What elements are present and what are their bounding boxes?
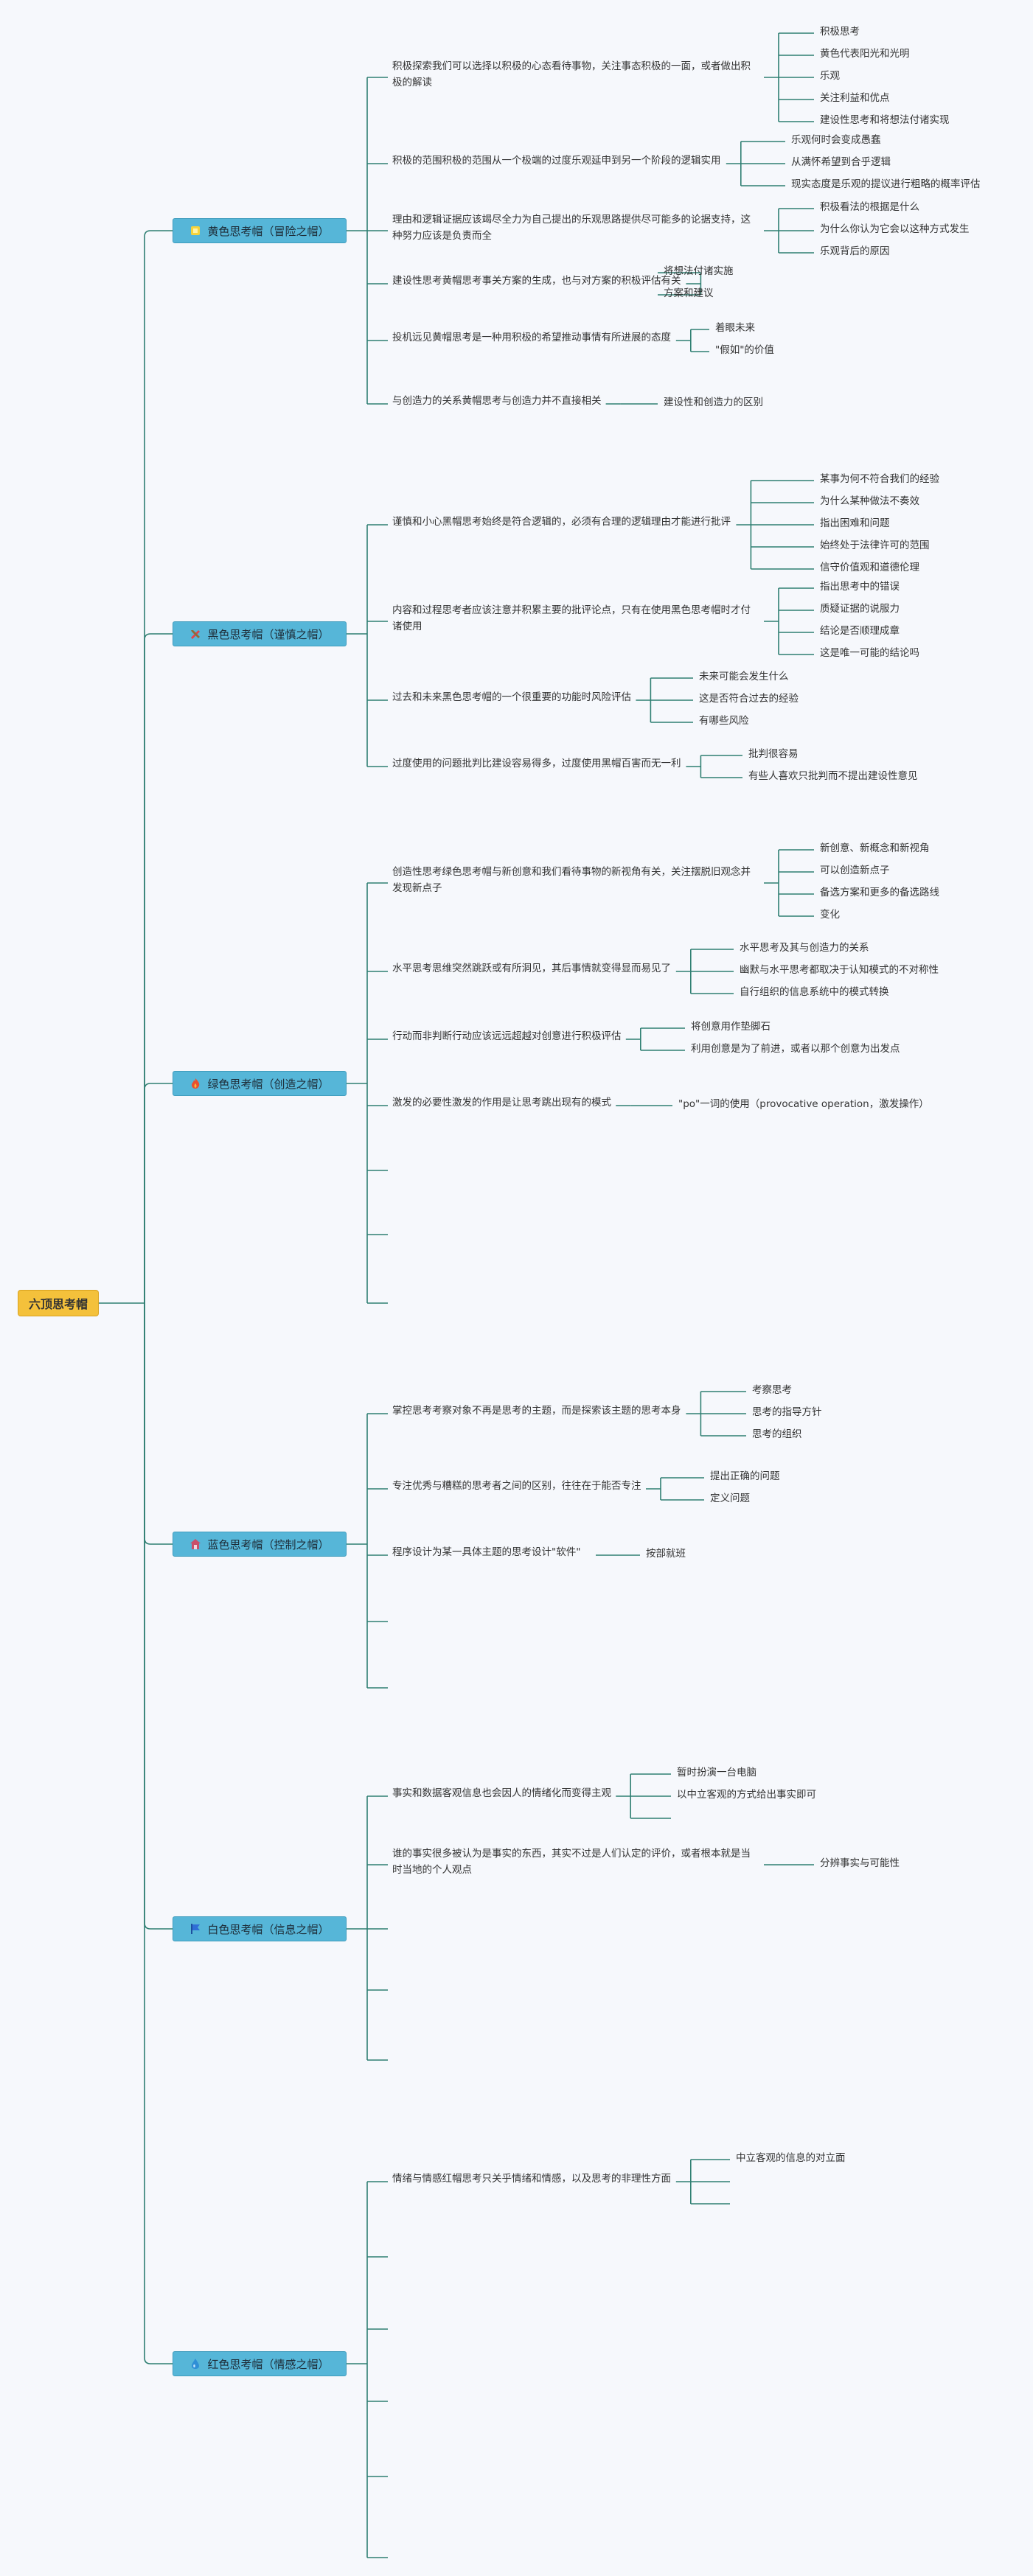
leaf-node[interactable]: 中立客观的信息的对立面 [736, 2152, 846, 2164]
leaf-node[interactable]: 始终处于法律许可的范围 [820, 540, 930, 551]
leaf-node[interactable]: 积极看法的根据是什么 [820, 201, 919, 213]
leaf-node[interactable]: 乐观 [820, 70, 840, 82]
connector-line [144, 1303, 173, 1545]
topic-node[interactable]: 激发的必要性激发的作用是让思考跳出现有的模式 [392, 1097, 611, 1109]
category-label: 绿色思考帽（创造之帽） [207, 1077, 330, 1091]
leaf-node[interactable]: 将创意用作垫脚石 [691, 1021, 771, 1033]
topic-node[interactable]: 情绪与情感红帽思考只关乎情绪和情感，以及思考的非理性方面 [392, 2173, 671, 2185]
category-node[interactable]: 黑色思考帽（谨慎之帽） [173, 621, 347, 646]
leaf-node[interactable]: "po"一词的使用（provocative operation，激发操作） [678, 1098, 929, 1110]
leaf-node[interactable]: 指出困难和问题 [820, 517, 890, 529]
leaf-node[interactable]: 建设性和创造力的区别 [664, 397, 763, 408]
connector-line [144, 1303, 173, 1930]
leaf-node[interactable]: 现实态度是乐观的提议进行粗略的概率评估 [791, 178, 981, 190]
connector-line [144, 633, 173, 1303]
topic-node[interactable]: 过去和未来黑色思考帽的一个很重要的功能时风险评估 [392, 691, 631, 703]
leaf-node[interactable]: 定义问题 [710, 1493, 750, 1504]
leaf-node[interactable]: 乐观何时会变成愚蠢 [791, 134, 881, 146]
leaf-node[interactable]: 质疑证据的说服力 [820, 603, 900, 615]
leaf-node[interactable]: 暂时扮演一台电脑 [677, 1767, 757, 1779]
leaf-node[interactable]: 分辨事实与可能性 [820, 1857, 900, 1869]
topic-node[interactable]: 专注优秀与糟糕的思考者之间的区别，往往在于能否专注 [392, 1480, 641, 1492]
category-label: 蓝色思考帽（控制之帽） [207, 1537, 330, 1551]
topic-node[interactable]: 积极探索我们可以选择以积极的心态看待事物，关注事态积极的一面，或者做出积极的解读 [392, 60, 751, 88]
connector-line [144, 230, 173, 1303]
leaf-node[interactable]: 考察思考 [752, 1384, 792, 1396]
leaf-node[interactable]: 信守价值观和道德伦理 [820, 562, 919, 573]
leaf-node[interactable]: 关注利益和优点 [820, 92, 890, 104]
leaf-node[interactable]: 按部就班 [646, 1548, 686, 1560]
connector-line [144, 1083, 173, 1303]
fire-icon [192, 1078, 200, 1089]
leaf-node[interactable]: 乐观背后的原因 [820, 245, 890, 257]
leaf-node[interactable]: 方案和建议 [664, 287, 714, 299]
category-label: 红色思考帽（情感之帽） [207, 2357, 330, 2371]
category-node[interactable]: 绿色思考帽（创造之帽） [173, 1071, 347, 1096]
topic-node[interactable]: 与创造力的关系黄帽思考与创造力并不直接相关 [392, 395, 602, 407]
category-node[interactable]: 黄色思考帽（冒险之帽） [173, 218, 347, 243]
leaf-node[interactable]: 批判很容易 [748, 748, 799, 760]
leaf-node[interactable]: 这是唯一可能的结论吗 [820, 647, 919, 659]
topic-node[interactable]: 理由和逻辑证据应该竭尽全力为自己提出的乐观思路提供尽可能多的论据支持，这种努力应… [392, 214, 751, 242]
leaf-node[interactable]: 着眼未来 [715, 322, 755, 334]
leaf-node[interactable]: "假如"的价值 [715, 344, 774, 356]
leaf-node[interactable]: 可以创造新点子 [820, 865, 890, 876]
topic-node[interactable]: 投机远见黄帽思考是一种用积极的希望推动事情有所进展的态度 [392, 332, 671, 343]
leaf-node[interactable]: 以中立客观的方式给出事实即可 [677, 1789, 816, 1801]
category-label: 黄色思考帽（冒险之帽） [207, 224, 330, 238]
leaf-node[interactable]: 思考的组织 [752, 1428, 802, 1440]
leaf-node[interactable]: 未来可能会发生什么 [699, 671, 789, 683]
leaf-node[interactable]: 这是否符合过去的经验 [699, 693, 799, 705]
leaf-node[interactable]: 为什么你认为它会以这种方式发生 [820, 223, 970, 235]
topic-node[interactable]: 内容和过程思考者应该注意并积累主要的批评论点，只有在使用黑色思考帽时才付诸使用 [392, 604, 751, 632]
leaf-node[interactable]: 备选方案和更多的备选路线 [820, 887, 939, 898]
leaf-node[interactable]: 水平思考及其与创造力的关系 [740, 942, 869, 954]
topic-node[interactable]: 行动而非判断行动应该远远超越对创意进行积极评估 [392, 1030, 622, 1042]
category-label: 白色思考帽（信息之帽） [207, 1922, 330, 1936]
leaf-node[interactable]: 幽默与水平思考都取决于认知模式的不对称性 [740, 964, 939, 976]
leaf-node[interactable]: 有哪些风险 [699, 715, 749, 727]
leaf-node[interactable]: 将想法付诸实施 [664, 265, 734, 277]
topic-node[interactable]: 积极的范围积极的范围从一个极端的过度乐观延申到另一个阶段的逻辑实用 [392, 155, 721, 167]
leaf-node[interactable]: 黄色代表阳光和光明 [820, 48, 910, 60]
leaf-node[interactable]: 变化 [820, 909, 840, 921]
topic-node[interactable]: 水平思考思维突然跳跃或有所洞见，其后事情就变得显而易见了 [392, 963, 671, 974]
topic-node[interactable]: 程序设计为某一具体主题的思考设计"软件" [392, 1546, 581, 1558]
leaf-node[interactable]: 结论是否顺理成章 [820, 625, 900, 637]
leaf-node[interactable]: 思考的指导方针 [752, 1406, 822, 1418]
topic-node[interactable]: 创造性思考绿色思考帽与新创意和我们看待事物的新视角有关，关注摆脱旧观念并发现新点… [392, 866, 751, 894]
category-node[interactable]: 蓝色思考帽（控制之帽） [173, 1532, 347, 1557]
category-node[interactable]: 白色思考帽（信息之帽） [173, 1916, 347, 1941]
topic-node[interactable]: 谨慎和小心黑帽思考始终是符合逻辑的，必须有合理的逻辑理由才能进行批评 [392, 516, 731, 528]
drop-icon [192, 2359, 200, 2369]
leaf-node[interactable]: 为什么某种做法不奏效 [820, 495, 919, 507]
root-node[interactable]: 六顶思考帽 [18, 1290, 99, 1316]
flag-icon [191, 1924, 201, 1934]
category-label: 黑色思考帽（谨慎之帽） [207, 627, 330, 641]
topic-node[interactable]: 过度使用的问题批判比建设容易得多，过度使用黑帽百害而无一利 [392, 758, 681, 769]
leaf-node[interactable]: 从满怀希望到合乎逻辑 [791, 156, 891, 168]
category-node[interactable]: 红色思考帽（情感之帽） [173, 2351, 347, 2376]
tools-icon [191, 630, 201, 639]
home-icon [190, 1539, 201, 1549]
leaf-node[interactable]: 利用创意是为了前进，或者以那个创意为出发点 [691, 1043, 900, 1055]
topic-node[interactable]: 事实和数据客观信息也会因人的情绪化而变得主观 [392, 1787, 611, 1799]
lightbulb-icon [191, 226, 201, 235]
leaf-node[interactable]: 指出思考中的错误 [820, 581, 900, 593]
leaf-node[interactable]: 某事为何不符合我们的经验 [820, 473, 939, 485]
leaf-node[interactable]: 有些人喜欢只批判而不提出建设性意见 [748, 770, 918, 782]
connector-line [144, 1303, 173, 2364]
leaf-node[interactable]: 建设性思考和将想法付诸实现 [820, 114, 950, 126]
leaf-node[interactable]: 自行组织的信息系统中的模式转换 [740, 986, 889, 998]
leaf-node[interactable]: 积极思考 [820, 26, 860, 38]
leaf-node[interactable]: 新创意、新概念和新视角 [820, 842, 930, 854]
leaf-node[interactable]: 提出正确的问题 [710, 1470, 780, 1482]
topic-node[interactable]: 建设性思考黄帽思考事关方案的生成，也与对方案的积极评估有关 [392, 275, 681, 287]
topic-node[interactable]: 掌控思考考察对象不再是思考的主题，而是探索该主题的思考本身 [392, 1405, 681, 1417]
topic-node[interactable]: 谁的事实很多被认为是事实的东西，其实不过是人们认定的评价，或者根本就是当时当地的… [392, 1848, 751, 1876]
